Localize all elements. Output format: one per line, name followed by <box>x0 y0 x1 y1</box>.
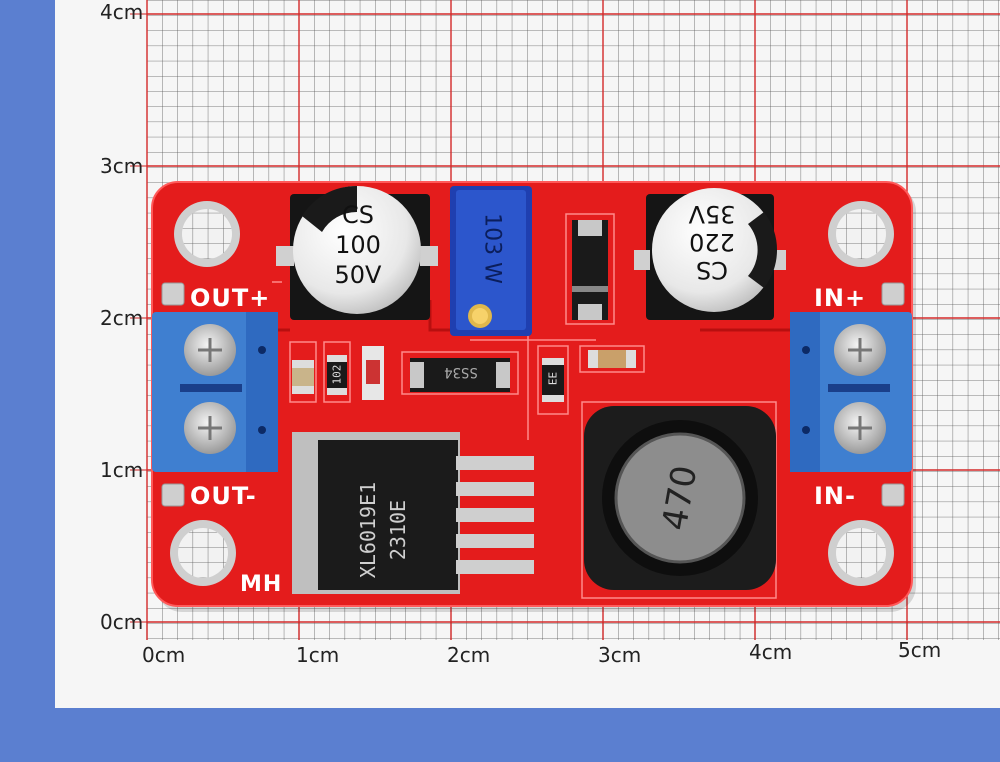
cap-left-line3: 50V <box>334 261 382 289</box>
ruler-x-label: 1cm <box>296 643 340 667</box>
out-minus-label: OUT- <box>190 482 257 510</box>
in-minus-label: IN- <box>814 482 856 510</box>
diode-ss34 <box>410 358 510 392</box>
capacitor-right <box>634 188 786 320</box>
inductor <box>584 406 776 590</box>
resistor2-marking: EE <box>546 371 560 386</box>
ruler-x-label: 5cm <box>898 638 942 662</box>
cap-right-line2: 220 <box>689 228 735 256</box>
resistor1-marking: 102 <box>330 364 344 385</box>
mh-label: MH <box>240 572 283 597</box>
terminal-right <box>790 312 912 472</box>
mount-hole-bl <box>170 520 236 586</box>
ruler-y-label: 3cm <box>100 154 144 178</box>
trimpot-marking: 103 W <box>479 213 505 284</box>
ruler-x-label: 3cm <box>598 643 642 667</box>
in-plus-label: IN+ <box>814 284 867 312</box>
out-plus-label: OUT+ <box>190 284 271 312</box>
ruler-ticks <box>130 13 908 640</box>
ruler-x-label: 0cm <box>142 643 186 667</box>
ic-line2: 2310E <box>386 499 410 561</box>
cap-right-line1: CS <box>696 256 728 284</box>
ic-xl6019 <box>292 432 534 594</box>
ic-line1: XL6019E1 <box>356 481 380 579</box>
trimpot <box>450 186 532 336</box>
mount-hole-br <box>828 520 894 586</box>
diode-top <box>572 220 608 320</box>
capacitor-left <box>276 185 438 320</box>
diode-marking: SS34 <box>444 364 478 380</box>
ruler-y-label: 1cm <box>100 458 144 482</box>
cap-right-marking: CS 220 35V <box>672 200 752 284</box>
ic-marking: XL6019E1 2310E <box>353 465 413 595</box>
smd-parts <box>292 346 636 402</box>
ruler-y-label: 0cm <box>100 610 144 634</box>
cap-left-line2: 100 <box>335 231 381 259</box>
ruler-x-label: 4cm <box>749 640 793 664</box>
ruler-y-label: 4cm <box>100 0 144 24</box>
ruler-y-label: 2cm <box>100 306 144 330</box>
mount-hole-tl <box>174 201 240 267</box>
cap-left-line1: CS <box>342 201 374 229</box>
screw-slots <box>198 338 872 440</box>
cap-left-marking: CS 100 50V <box>326 200 390 290</box>
ruler-x-label: 2cm <box>447 643 491 667</box>
terminal-left <box>152 312 278 472</box>
cap-right-line3: 35V <box>688 200 736 228</box>
mount-hole-tr <box>828 201 894 267</box>
test-pads <box>161 282 905 507</box>
